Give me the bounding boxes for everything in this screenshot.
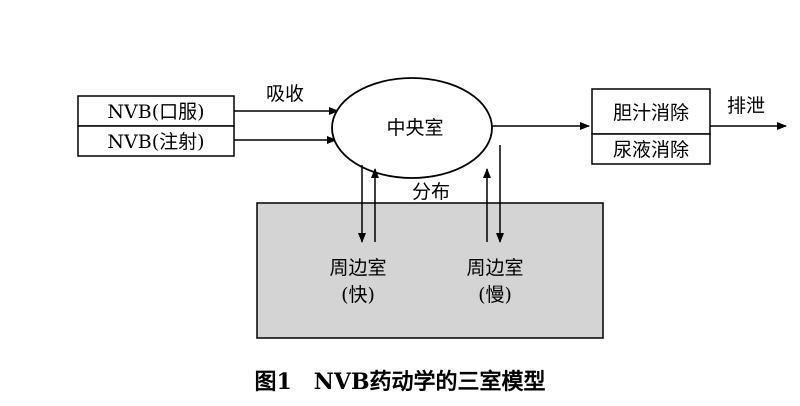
input-box-oral: [77, 95, 235, 127]
peripheral-fast-label: 周边室: [329, 257, 386, 279]
input-box-group: NVB(口服) NVB(注射): [77, 95, 235, 157]
input-label-injection: NVB(注射): [107, 131, 204, 153]
absorption-label: 吸收: [266, 83, 304, 105]
elimination-box-bile: [591, 88, 711, 135]
peripheral-slow-rate: (慢): [478, 284, 512, 306]
elimination-label-urine: 尿液消除: [613, 139, 689, 161]
input-label-oral: NVB(口服): [107, 101, 204, 123]
central-compartment-label: 中央室: [386, 117, 443, 139]
figure-caption: 图1 NVB药动学的三室模型: [254, 369, 545, 395]
elimination-box-group: 胆汁消除 尿液消除: [591, 88, 711, 165]
peripheral-compartment-area: [256, 202, 604, 339]
distribution-label: 分布: [412, 181, 450, 203]
peripheral-fast-rate: (快): [341, 284, 375, 306]
central-compartment: [331, 77, 493, 179]
excretion-label: 排泄: [727, 95, 765, 117]
elimination-label-bile: 胆汁消除: [613, 102, 689, 124]
input-box-injection: [77, 125, 235, 157]
peripheral-slow-label: 周边室: [466, 257, 523, 279]
elimination-box-urine: [591, 133, 711, 165]
